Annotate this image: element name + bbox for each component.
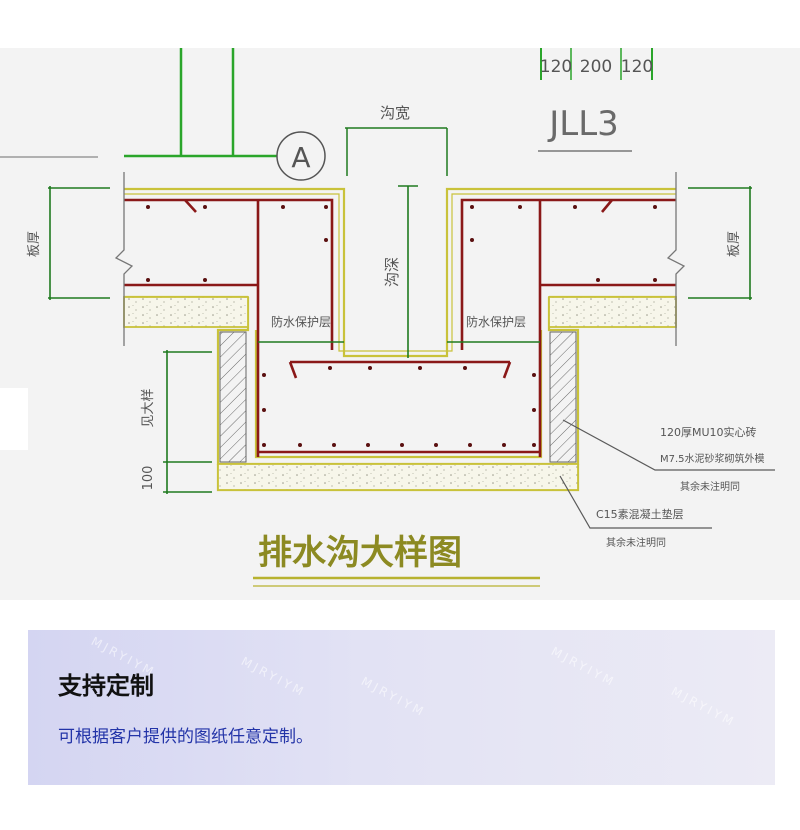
waterproof-left-label: 防水保护层 xyxy=(271,314,331,329)
card-description: 可根据客户提供的图纸任意定制。 xyxy=(58,727,313,747)
leader-lines xyxy=(559,419,775,529)
beam-dim-right: 120 xyxy=(621,57,653,77)
watermark: MJRYIYM xyxy=(358,674,429,720)
left-screed-layer xyxy=(123,296,249,328)
note-wall-line1: 120厚MU10实心砖 xyxy=(660,425,757,439)
card-title: 支持定制 xyxy=(58,672,154,700)
top-strip xyxy=(0,0,800,48)
width-label: 沟宽 xyxy=(380,104,410,122)
note-base-line1: C15素混凝土垫层 xyxy=(596,507,684,521)
drainage-detail-drawing: A 120 200 120 JLL3 沟宽 xyxy=(0,48,800,600)
column-lines xyxy=(124,48,277,158)
left-edge-tab xyxy=(0,388,28,450)
beam-dim-mid: 200 xyxy=(580,57,612,77)
dimension-lines xyxy=(48,185,752,494)
width-dimension xyxy=(345,127,448,176)
axis-marker-label: A xyxy=(291,141,310,174)
note-wall-line3: 其余未注明同 xyxy=(680,480,740,493)
right-height-label: 板厚 xyxy=(727,231,742,257)
depth-label: 沟深 xyxy=(383,257,401,287)
base-thickness-label: 100 xyxy=(141,466,156,491)
base-cushion-layer xyxy=(217,463,579,491)
break-marks xyxy=(114,172,686,346)
watermark: MJRYIYM xyxy=(548,644,619,690)
slab-outline xyxy=(124,187,676,492)
info-card: MJRYIYM MJRYIYM MJRYIYM MJRYIYM MJRYIYM … xyxy=(28,630,775,785)
note-base-line2: 其余未注明同 xyxy=(606,536,666,549)
beam-dim-left: 120 xyxy=(540,57,572,77)
watermark: MJRYIYM xyxy=(668,684,739,730)
left-height-label: 板厚 xyxy=(27,231,42,257)
beam-label: JLL3 xyxy=(547,104,619,144)
drawing-title: 排水沟大样图 xyxy=(258,533,462,573)
watermark: MJRYIYM xyxy=(238,654,309,700)
wall-height-label: 见大样 xyxy=(141,388,156,427)
beam-label-group: 120 200 120 JLL3 xyxy=(538,48,653,152)
right-screed-layer xyxy=(548,296,677,328)
rebar xyxy=(124,198,676,457)
left-brick-wall xyxy=(219,331,247,463)
note-wall-line2: M7.5水泥砂浆砌筑外模 xyxy=(660,452,765,465)
rebar-dots xyxy=(146,205,657,447)
waterproof-right-label: 防水保护层 xyxy=(466,314,526,329)
right-brick-wall xyxy=(549,331,577,463)
axis-marker: A xyxy=(276,131,326,181)
